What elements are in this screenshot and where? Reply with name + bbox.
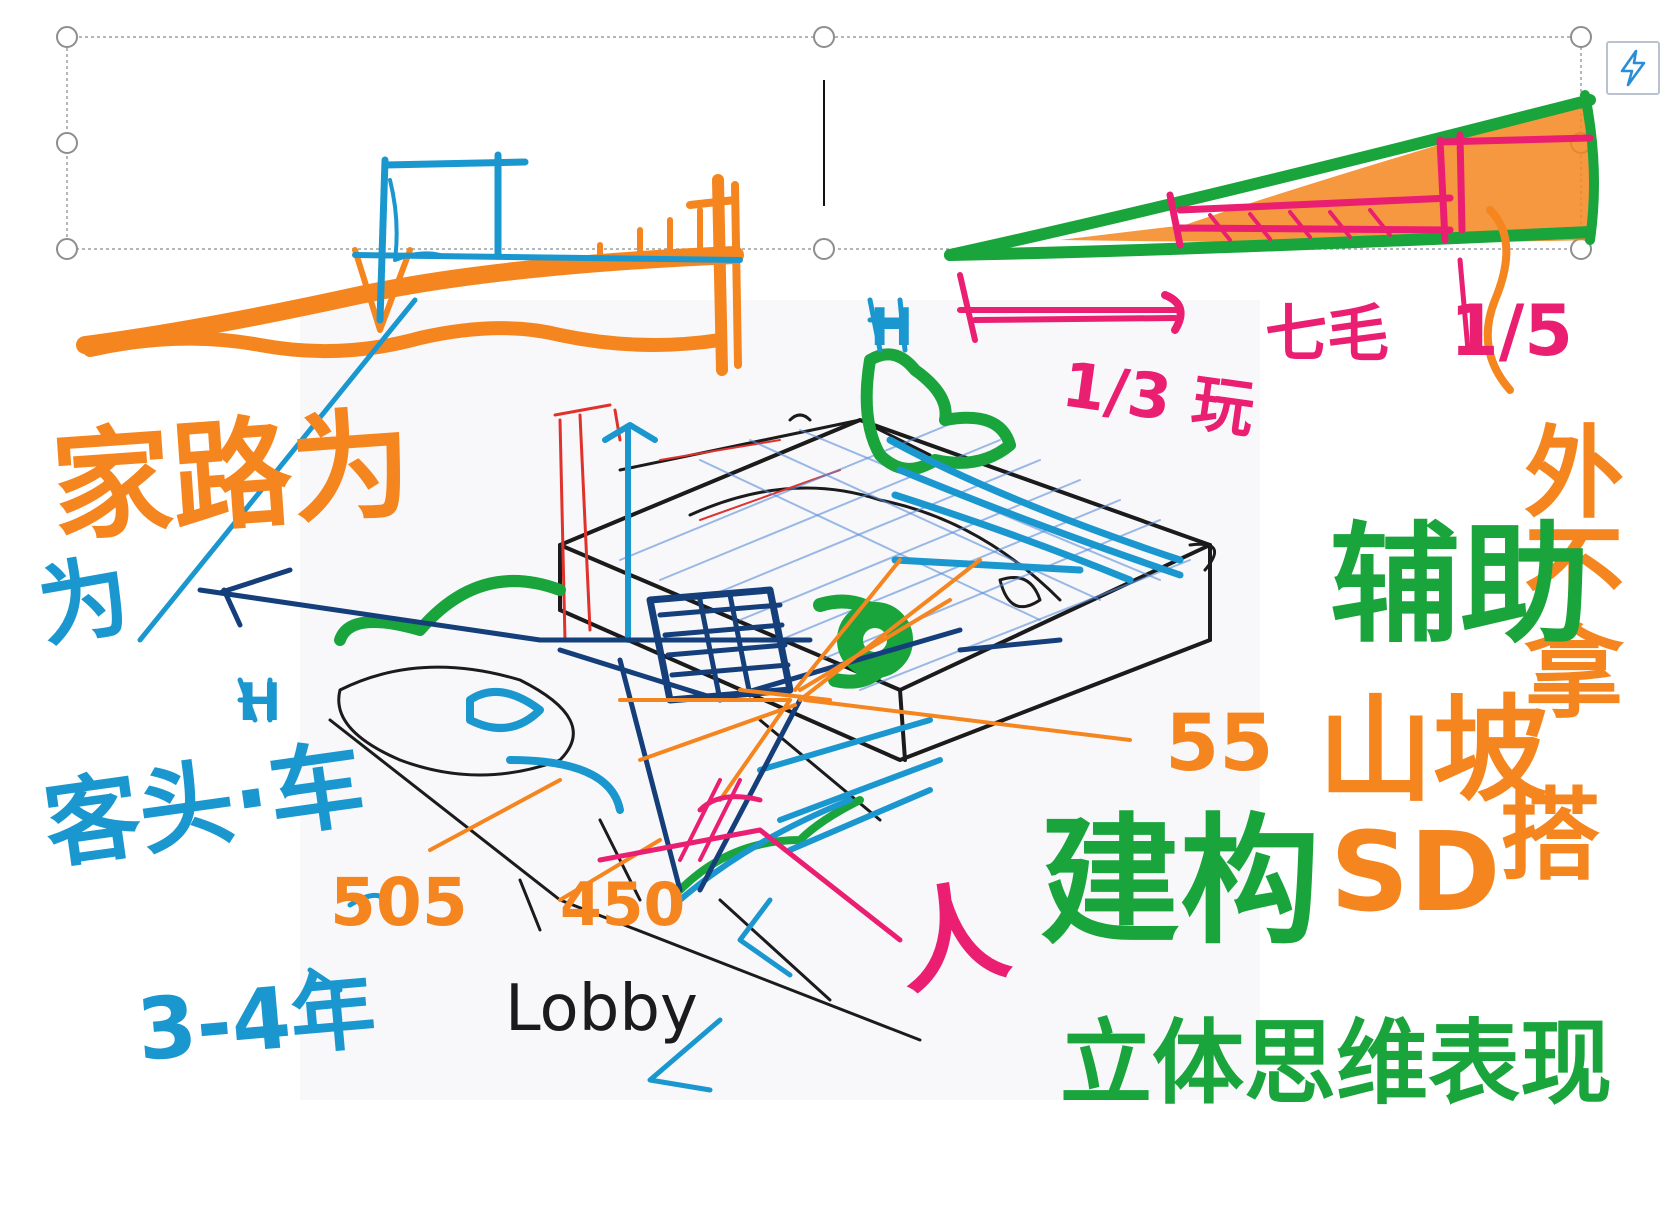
annotation-seven: 七毛 xyxy=(1265,297,1389,370)
resize-handle-left[interactable] xyxy=(56,132,78,154)
perspective-sketch xyxy=(197,348,1217,1042)
annotation-3d-thinking: 立体思维表现 xyxy=(1060,1010,1612,1117)
annotation-lobby: Lobby xyxy=(505,972,698,1046)
section-sketch-left xyxy=(76,151,744,643)
annotation-slope: 山坡 xyxy=(1318,684,1548,818)
annotation-building: 建构 xyxy=(1040,801,1320,964)
annotation-orange-col2: 搭 xyxy=(1500,777,1600,894)
lightning-bolt-icon xyxy=(1620,49,1646,87)
resize-handle-bottom[interactable] xyxy=(813,238,835,260)
annotation-h-top: H xyxy=(870,298,914,358)
annotation-orange-col: 外不拿 xyxy=(1507,420,1624,720)
annotation-450: 450 xyxy=(560,870,685,940)
annotation-one-fifth: 1/5 xyxy=(1450,290,1573,372)
resize-handle-top[interactable] xyxy=(813,26,835,48)
annotation-years: 3-4年 xyxy=(133,962,379,1081)
annotation-home-road: 家路为 xyxy=(47,395,416,559)
annotation-55: 55 xyxy=(1165,699,1274,789)
annotation-assist: 辅助 xyxy=(1330,509,1590,661)
resize-handle-top-right[interactable] xyxy=(1570,26,1592,48)
text-caret xyxy=(823,80,825,206)
quick-action-button[interactable] xyxy=(1606,41,1660,95)
left-blue-strokes xyxy=(237,297,908,1093)
annotation-person: 人 xyxy=(887,865,1018,1010)
annotation-h-left: H xyxy=(238,673,282,733)
annotation-sd: SD xyxy=(1330,808,1501,936)
resize-handle-bottom-left[interactable] xyxy=(56,238,78,260)
annotations: 家路为 为 客头·车 3-4年 H H 1/3 玩 七毛 1/5 人 外不拿 搭… xyxy=(31,290,1624,1117)
annotation-blue-for: 为 xyxy=(31,543,138,662)
resize-handle-top-left[interactable] xyxy=(56,26,78,48)
annotation-505: 505 xyxy=(330,864,468,941)
section-sketch-right xyxy=(944,90,1599,394)
